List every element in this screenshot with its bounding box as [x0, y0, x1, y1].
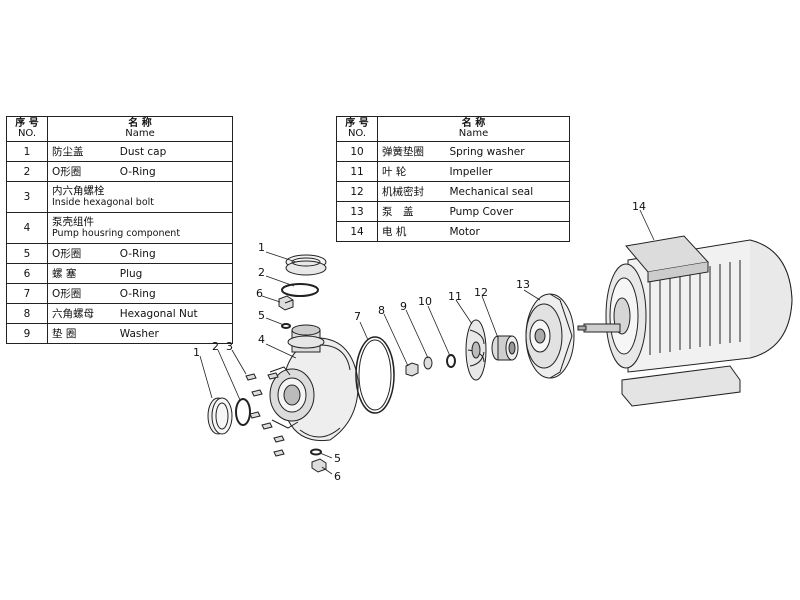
large-o-ring [355, 336, 395, 414]
callout-8: 8 [378, 304, 385, 317]
callout-2-left: 2 [212, 340, 219, 353]
callout-9: 9 [400, 300, 407, 313]
part-name-cn: 叶 轮 [377, 161, 446, 182]
leader-lines [199, 209, 655, 475]
dust-cap-top [285, 254, 327, 276]
large-o-ring-inner [358, 339, 392, 411]
plug-bottom [311, 458, 327, 473]
header-no-cn: 序 号 [345, 118, 369, 129]
callout-5-top: 5 [258, 309, 265, 322]
part-no: 14 [336, 221, 378, 242]
callout-7: 7 [354, 310, 361, 323]
header-name-en: Name [458, 128, 489, 139]
o-ring-left [235, 398, 251, 426]
part-name-cn: 电 机 [377, 221, 446, 242]
callout-6-bottom: 6 [334, 470, 341, 483]
pump-housing [269, 324, 359, 442]
callout-11: 11 [448, 290, 462, 303]
header-name-cn: 名 称 [128, 118, 152, 129]
part-name-en: Spring washer [445, 141, 571, 162]
part-name-cn: O形圈 [46, 161, 116, 182]
callout-1-top: 1 [258, 241, 265, 254]
part-name-en: O-Ring [115, 283, 233, 304]
callout-2-top: 2 [258, 266, 265, 279]
callout-5-bottom: 5 [334, 452, 341, 465]
part-name-cn: 泵 盖 [377, 201, 446, 222]
washer [423, 356, 433, 370]
header-name-en: Name [125, 128, 155, 139]
part-name-cn: 内六角螺栓 [52, 185, 105, 197]
dust-cap-left [207, 397, 233, 435]
callout-13: 13 [516, 278, 530, 291]
callout-3: 3 [226, 340, 233, 353]
part-name-cn: 泵壳组件 [52, 216, 94, 228]
hex-nut [405, 362, 419, 377]
part-name-en: Pump housring component [52, 228, 181, 239]
callout-14: 14 [632, 200, 646, 213]
callout-4: 4 [258, 333, 265, 346]
plug-top [278, 295, 294, 311]
motor [577, 235, 793, 407]
part-name-en: Dust cap [115, 141, 233, 162]
spring-washer [446, 354, 456, 368]
part-name-cn: 垫 圈 [46, 323, 116, 344]
small-o-ring-top [281, 323, 291, 329]
part-name-cn: 六角螺母 [46, 303, 116, 324]
part-name-en: Washer [115, 323, 233, 344]
part-name-en: Pump Cover [445, 201, 571, 222]
callout-6-top: 6 [256, 287, 263, 300]
part-name-cn: 弹簧垫圈 [377, 141, 446, 162]
part-name-cn: 机械密封 [377, 181, 446, 202]
small-o-ring-bottom [310, 448, 322, 456]
pump-cover [525, 293, 575, 379]
part-name-en: Inside hexagonal bolt [52, 197, 154, 208]
callout-10: 10 [418, 295, 432, 308]
header-no-cn: 序 号 [15, 118, 39, 129]
header-no-en: NO. [17, 128, 37, 139]
header-no-en: NO. [347, 128, 367, 139]
callout-12: 12 [474, 286, 488, 299]
o-ring-top [281, 283, 319, 297]
impeller [465, 319, 487, 381]
mechanical-seal [491, 335, 519, 361]
hex-bolts [245, 372, 285, 457]
header-name-cn: 名 称 [461, 118, 486, 129]
callout-1-left: 1 [193, 346, 200, 359]
part-name-en: Motor [445, 221, 571, 242]
part-name-en: Impeller [445, 161, 571, 182]
